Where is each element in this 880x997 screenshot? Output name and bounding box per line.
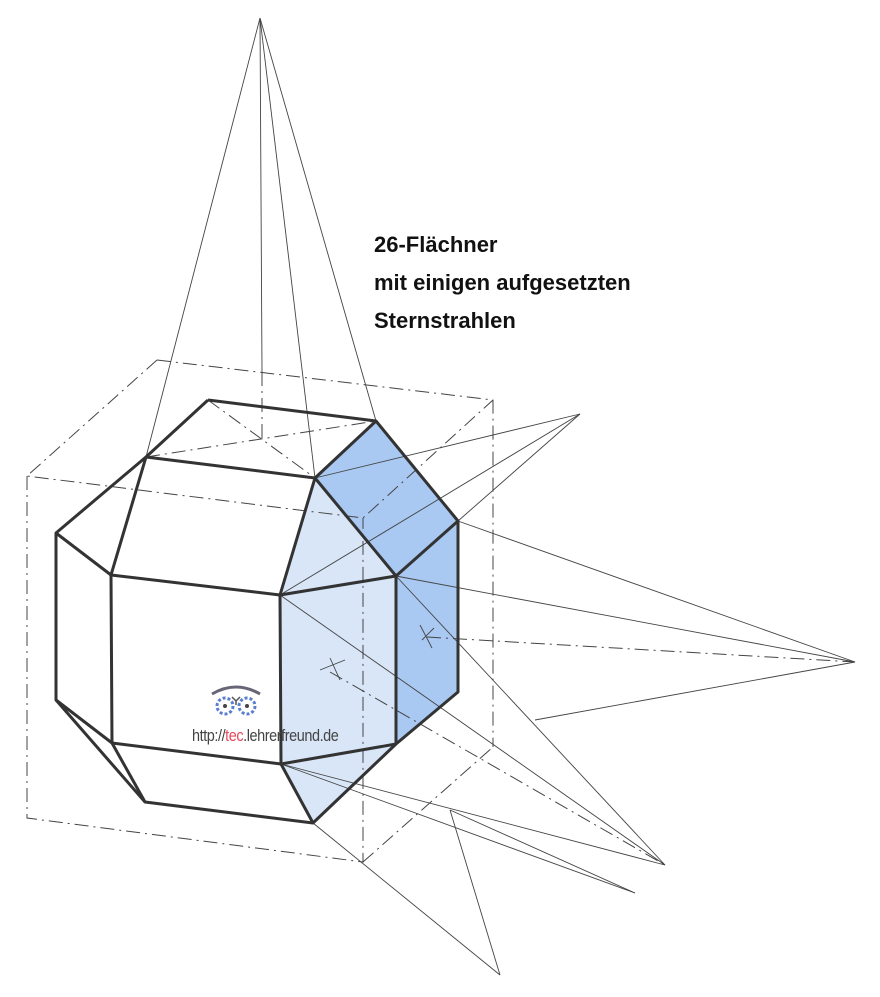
shaded-faces: [280, 421, 458, 823]
watermark-prefix: http://: [192, 726, 226, 745]
watermark-suffix: .lehrerfreund.de: [243, 726, 339, 745]
face-dark-top-right: [315, 421, 458, 576]
face-dark-right: [396, 521, 458, 744]
owl-logo-icon: [211, 685, 261, 716]
title-line-3: Sternstrahlen: [374, 308, 516, 333]
title-line-2: mit einigen aufgesetzten: [374, 270, 631, 295]
face-light-front-right: [280, 576, 396, 764]
face-light-triangle-bottom: [281, 744, 396, 823]
diagram-title: 26-Flächner mit einigen aufgesetzten Ste…: [374, 226, 631, 340]
title-line-1: 26-Flächner: [374, 232, 498, 257]
polyhedron-edges: [54, 398, 460, 825]
star-rays: [145, 17, 856, 976]
watermark-url: http://tec.lehrerfreund.de: [192, 726, 339, 746]
watermark-highlight: tec: [225, 726, 244, 745]
face-light-triangle-top: [280, 478, 396, 595]
